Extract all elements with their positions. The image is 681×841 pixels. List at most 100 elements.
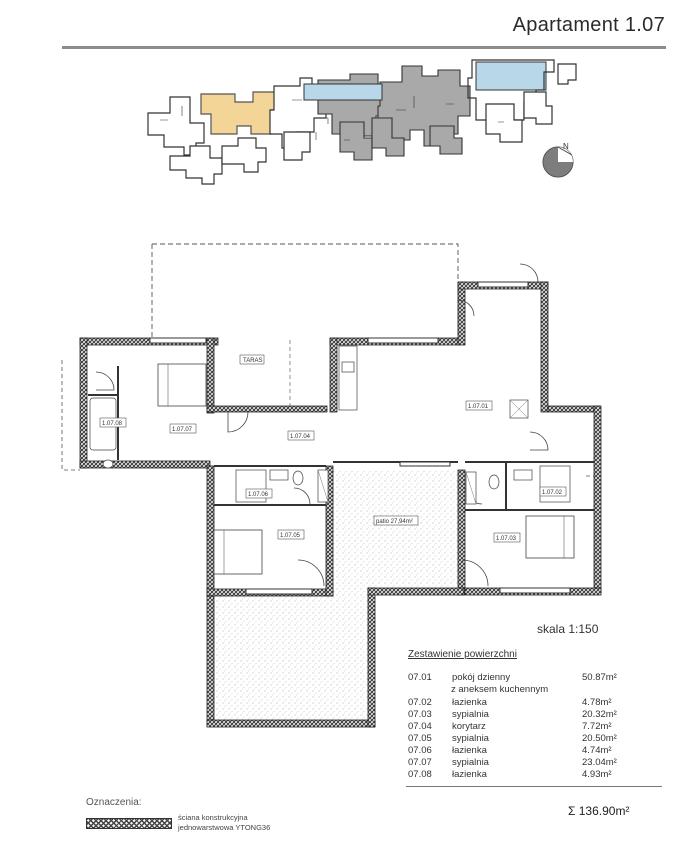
- terrace-outline: [151, 243, 459, 340]
- wall-segment: [457, 469, 466, 595]
- area-code: 07.06: [408, 745, 432, 756]
- area-code: 07.07: [408, 757, 432, 768]
- wall-segment: [79, 460, 211, 469]
- door-swing: [297, 559, 325, 587]
- room-label-08: 1.07.08: [102, 421, 123, 427]
- area-name: łazienka: [452, 769, 487, 780]
- area-row-06: 07.06 łazienka 4.74m²: [408, 745, 623, 757]
- area-value: 4.78m²: [582, 697, 612, 708]
- wall-segment: [206, 719, 376, 728]
- total-area: Σ 136.90m²: [568, 804, 630, 818]
- door-swing: [227, 411, 249, 433]
- area-row-01: 07.01 pokój dzienny 50.87m²: [408, 672, 623, 684]
- wall-segment: [593, 405, 602, 595]
- area-name: łazienka: [452, 745, 487, 756]
- window: [149, 337, 207, 344]
- legend-title: Oznaczenia:: [86, 797, 142, 808]
- legend-line-1: ściana konstrukcyjna: [178, 813, 248, 822]
- wall-segment: [206, 337, 215, 414]
- area-name: sypialnia: [452, 757, 489, 768]
- terrace-label: TARAS: [243, 358, 263, 364]
- area-row-07: 07.07 sypialnia 23.04m²: [408, 757, 623, 769]
- legend-line-2: jednowarstwowa YTONG36: [178, 823, 271, 832]
- room-label-07: 1.07.07: [172, 427, 193, 433]
- area-code: 07.05: [408, 733, 432, 744]
- neighbour-block-4: [371, 117, 405, 157]
- building-block-middle-south: [283, 131, 311, 161]
- wall-segment: [329, 337, 338, 413]
- room-label-05: 1.07.05: [280, 533, 301, 539]
- area-value: 7.72m²: [582, 721, 612, 732]
- area-code: 07.04: [408, 721, 432, 732]
- area-row-03: 07.03 sypialnia 20.32m²: [408, 709, 623, 721]
- area-value: 23.04m²: [582, 757, 617, 768]
- door-swing: [293, 487, 311, 505]
- pool-east: [475, 61, 547, 91]
- area-value: 50.87m²: [582, 672, 617, 683]
- left-dashed: [61, 360, 80, 471]
- svg-text:N: N: [563, 142, 569, 151]
- area-name: sypialnia: [452, 709, 489, 720]
- neighbour-block-2: [339, 121, 373, 161]
- garden-label: patio 27,94m²: [376, 519, 413, 525]
- wall-segment: [79, 337, 88, 469]
- building-block-west: [147, 96, 205, 156]
- washbasin: [269, 469, 289, 481]
- wall-segment: [540, 281, 549, 413]
- door-swing: [461, 559, 489, 587]
- bed: [525, 515, 575, 559]
- door-swing: [519, 263, 539, 283]
- door-swing: [457, 299, 475, 317]
- building-block-corner: [557, 63, 577, 85]
- wall-segment: [325, 465, 334, 597]
- area-row-02: 07.02 łazienka 4.78m²: [408, 697, 623, 709]
- area-name: korytarz: [452, 721, 486, 732]
- toilet: [292, 470, 304, 486]
- window: [499, 587, 571, 594]
- title-rule: [62, 46, 666, 49]
- area-code: 07.08: [408, 769, 432, 780]
- neighbour-block-5: [429, 125, 463, 155]
- window: [245, 588, 313, 595]
- building-block-far-east: [523, 91, 553, 125]
- wall-segment: [547, 405, 601, 413]
- area-row-01-sub: z aneksem kuchennym: [408, 684, 623, 696]
- legend-text: ściana konstrukcyjna jednowarstwowa YTON…: [178, 813, 270, 833]
- kitchen-sink: [341, 361, 355, 373]
- area-row-05: 07.05 sypialnia 20.50m²: [408, 733, 623, 745]
- area-value: 20.50m²: [582, 733, 617, 744]
- north-arrow-icon: N: [542, 142, 574, 178]
- area-row-04: 07.04 korytarz 7.72m²: [408, 721, 623, 733]
- legend-wall-swatch: [86, 818, 172, 829]
- area-code: 07.02: [408, 697, 432, 708]
- area-name: z aneksem kuchennym: [451, 684, 549, 695]
- area-value: 4.93m²: [582, 769, 612, 780]
- window: [477, 281, 529, 288]
- apartment-highlight: [200, 91, 276, 135]
- sum-divider: [406, 786, 662, 787]
- page-title: Apartament 1.07: [512, 14, 665, 36]
- room-label-06: 1.07.06: [248, 492, 269, 498]
- building-block-south: [221, 137, 267, 173]
- bed: [213, 529, 263, 575]
- washbasin: [513, 469, 533, 481]
- kitchen-counter: [338, 345, 358, 411]
- toilet: [488, 474, 500, 490]
- area-value: 4.74m²: [582, 745, 612, 756]
- wall-segment: [367, 587, 376, 728]
- wall-segment: [457, 281, 466, 346]
- window: [367, 337, 439, 344]
- building-block-southwest: [169, 145, 223, 185]
- room-label-01: 1.07.01: [468, 404, 489, 410]
- pool-middle: [303, 83, 383, 101]
- wall-segment: [367, 587, 465, 596]
- wall-segment: [206, 405, 328, 413]
- window: [399, 461, 451, 467]
- garden-area: [210, 470, 458, 726]
- wall-segment: [206, 465, 215, 597]
- room-label-03: 1.07.03: [496, 536, 517, 542]
- scale-label: skala 1:150: [537, 622, 599, 636]
- room-label-02: 1.07.02: [542, 490, 563, 496]
- site-key-plan: N: [147, 59, 577, 185]
